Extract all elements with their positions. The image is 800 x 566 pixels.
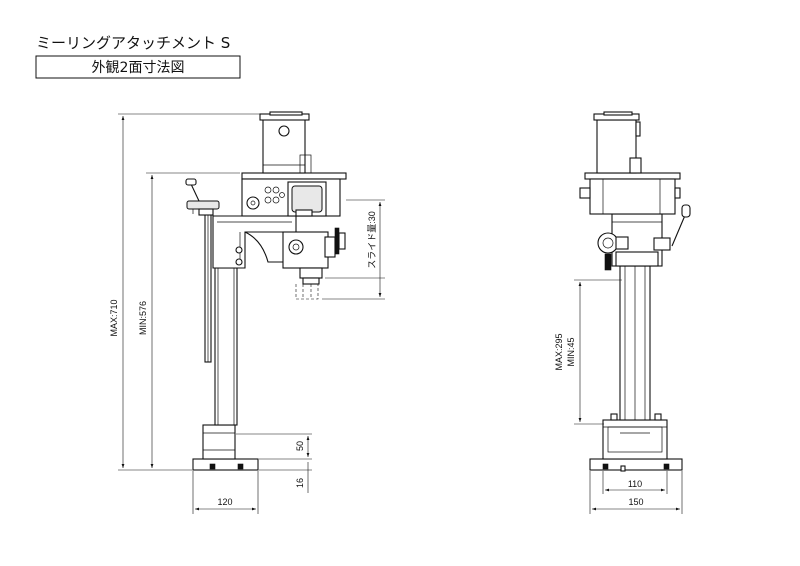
front-outer-width-label: 150 bbox=[628, 497, 643, 507]
side-handwheel bbox=[186, 200, 220, 210]
max-height-label: MAX:710 bbox=[109, 299, 119, 336]
side-motor bbox=[262, 118, 306, 174]
side-width-label: 120 bbox=[217, 497, 232, 507]
front-feed-wheel bbox=[597, 232, 619, 254]
side-base-plate bbox=[192, 458, 259, 471]
front-view bbox=[579, 111, 691, 472]
front-inner-width-label: 110 bbox=[628, 479, 642, 489]
slide-travel-label: スライド量:30 bbox=[367, 211, 377, 269]
side-base-block bbox=[202, 424, 236, 460]
drawing-subtitle: 外観2面寸法図 bbox=[92, 59, 185, 76]
min-height-label: MIN:576 bbox=[138, 301, 148, 335]
column-range-min-label: MIN:45 bbox=[566, 337, 576, 366]
front-base-block bbox=[602, 419, 668, 460]
base-plate-label: 16 bbox=[295, 478, 305, 488]
side-dimensions: MAX:710 MIN:576 スライド量:30 50 16 120 bbox=[109, 113, 385, 514]
drawing-title: ミーリングアタッチメント S bbox=[36, 34, 230, 52]
base-height-label: 50 bbox=[295, 441, 305, 451]
side-head-table bbox=[241, 172, 347, 180]
column-range-max-label: MAX:295 bbox=[554, 333, 564, 370]
side-view bbox=[185, 111, 347, 471]
front-dimensions: MAX:295 MIN:45 110 150 bbox=[554, 279, 683, 514]
front-head bbox=[584, 172, 681, 180]
subtitle-box bbox=[35, 55, 241, 79]
